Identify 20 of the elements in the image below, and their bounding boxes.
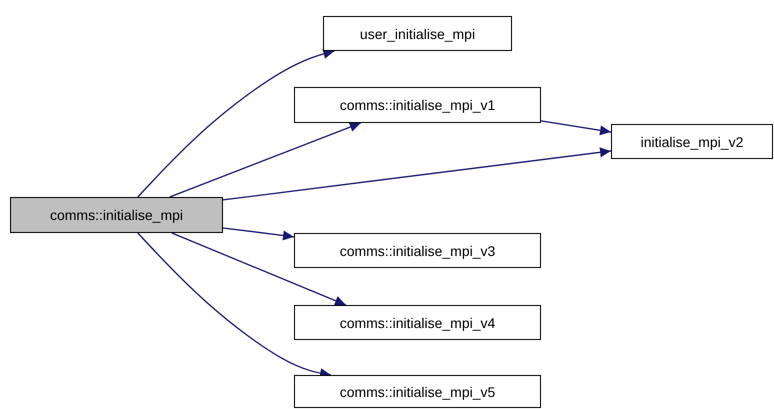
arrow [540,120,612,136]
function-name: initialise_mpi_v2 [640,134,744,150]
function-box [294,87,541,123]
function-box [294,233,541,268]
function-box [323,16,512,51]
function-box [10,197,223,233]
function-name: comms::initialise_mpi_v1 [340,97,496,113]
arrow [170,122,361,198]
arrow [222,147,612,201]
function-name: comms::initialise_mpi_v3 [340,242,496,258]
function-name: comms::initialise_mpi [50,207,184,223]
arrow [137,49,334,198]
function-name: user_initialise_mpi [360,26,476,42]
arrow [222,227,294,240]
function-name: comms::initialise_mpi_v4 [340,314,496,330]
function-box [294,375,541,408]
function-name: comms::initialise_mpi_v5 [340,384,496,400]
function-box [294,305,541,340]
arrow [172,232,346,306]
function-box [611,124,773,159]
